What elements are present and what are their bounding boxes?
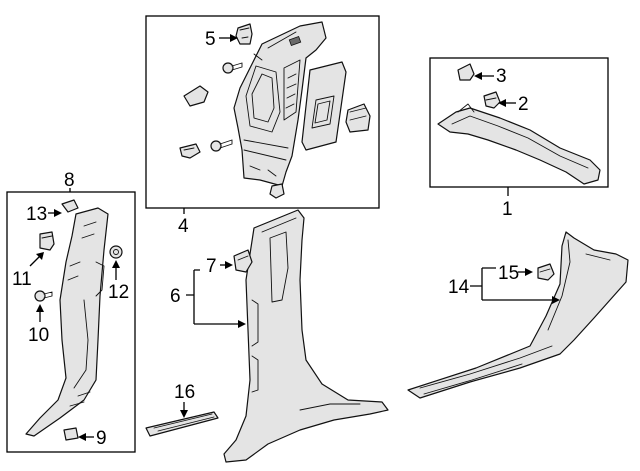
clip-7 — [233, 249, 253, 273]
clip-5 — [235, 23, 253, 45]
callout-14: 14 — [448, 277, 470, 298]
callout-1: 1 — [502, 199, 513, 220]
arrowhead-15 — [525, 268, 533, 276]
handle-panel — [301, 61, 347, 151]
bolt-lower — [210, 139, 233, 152]
arrowhead-12 — [112, 260, 120, 268]
clip-2 — [483, 91, 501, 109]
leader-14 — [470, 267, 552, 301]
rocker-sill-trim — [407, 231, 629, 399]
clip-15 — [537, 263, 555, 281]
callout-3: 3 — [496, 66, 507, 87]
clip-3 — [457, 63, 475, 81]
clip-11 — [39, 231, 55, 251]
center-pillar-trim — [223, 209, 389, 463]
callout-16: 16 — [174, 382, 195, 403]
clip-bottom — [269, 183, 285, 199]
leader-11 — [29, 255, 41, 267]
clip-9 — [63, 427, 79, 441]
clip-13 — [61, 199, 79, 213]
callout-7: 7 — [206, 256, 217, 277]
callout-9: 9 — [96, 428, 107, 449]
callout-10: 10 — [28, 325, 49, 346]
arrowhead-5 — [230, 34, 238, 42]
callout-8: 8 — [64, 170, 75, 191]
arrowhead-9 — [78, 433, 86, 441]
arrowhead-16 — [180, 410, 188, 418]
quarter-trim-panel — [233, 21, 327, 187]
arrowhead-3 — [474, 72, 482, 80]
screw-10 — [34, 290, 53, 302]
bolt-upper — [222, 62, 243, 74]
sill-plate-16 — [145, 411, 219, 437]
bracket-lower — [179, 143, 201, 159]
callout-5: 5 — [205, 29, 216, 50]
cap-piece — [183, 85, 209, 107]
arrowhead-7 — [225, 261, 233, 269]
callout-13: 13 — [26, 204, 47, 225]
leader-6 — [186, 269, 238, 325]
callout-11: 11 — [12, 269, 32, 290]
front-pillar-trim — [437, 103, 601, 185]
arrowhead-6 — [238, 320, 246, 328]
arrowhead-13 — [54, 209, 62, 217]
callout-15: 15 — [498, 263, 519, 284]
group-box-1 — [429, 57, 609, 188]
group-box-4 — [145, 15, 380, 209]
callout-6: 6 — [170, 286, 181, 307]
group-box-8 — [6, 191, 136, 453]
push-pin-12 — [109, 245, 123, 259]
callout-2: 2 — [518, 94, 529, 115]
callout-12: 12 — [108, 282, 129, 303]
arrowhead-2 — [498, 99, 506, 107]
arrowhead-14 — [552, 296, 560, 304]
arrowhead-11 — [36, 252, 44, 260]
hook-piece — [345, 103, 371, 133]
callout-4: 4 — [178, 216, 189, 237]
arrowhead-10 — [36, 304, 44, 312]
lower-pillar-trim — [25, 207, 109, 437]
